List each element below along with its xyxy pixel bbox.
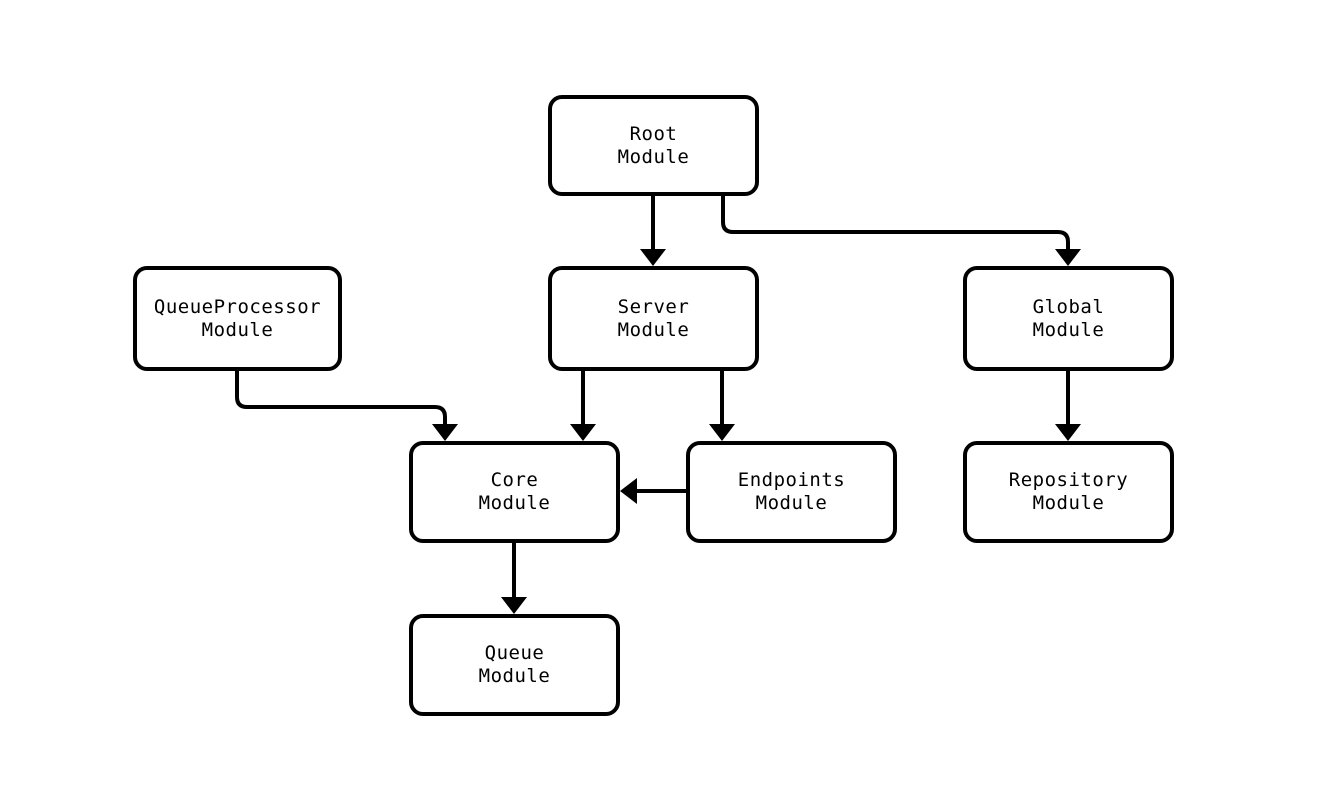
node-server-name: Server	[617, 295, 690, 318]
edge-global-to-repository	[1055, 371, 1081, 441]
node-global-type: Module	[1032, 318, 1105, 341]
node-repository-type: Module	[1032, 492, 1105, 514]
node-endpoints-name: Endpoints	[737, 469, 846, 491]
edge-server-to-endpoints	[709, 371, 735, 441]
arrowhead-server-to-core	[570, 424, 596, 441]
node-queue-name: Queue	[484, 642, 545, 664]
arrowhead-endpoints-to-core	[620, 478, 637, 504]
edge-server-to-core	[570, 371, 596, 441]
node-core-type: Module	[478, 492, 551, 514]
node-endpoints-type: Module	[755, 492, 828, 514]
node-core-name: Core	[490, 469, 539, 491]
edge-queueprocessor-to-core	[235, 371, 458, 441]
edge-root-to-server	[640, 196, 666, 266]
edge-root-to-global	[721, 196, 1081, 266]
node-server-type: Module	[617, 318, 690, 341]
node-root-name: Root	[629, 122, 678, 145]
arrowhead-core-to-queue	[501, 597, 527, 614]
arrowhead-server-to-endpoints	[709, 424, 735, 441]
arrowhead-queueprocessor-to-core	[432, 424, 458, 441]
node-repository-name: Repository	[1008, 469, 1129, 491]
node-queueprocessor-name: QueueProcessor	[153, 295, 322, 318]
node-root-type: Module	[617, 145, 690, 168]
node-global-name: Global	[1032, 295, 1105, 318]
edge-endpoints-to-core	[620, 478, 686, 504]
node-queue-type: Module	[478, 665, 551, 687]
arrowhead-global-to-repository	[1055, 424, 1081, 441]
arrowhead-root-to-global	[1055, 249, 1081, 266]
edge-core-to-queue	[501, 543, 527, 614]
arrowhead-root-to-server	[640, 249, 666, 266]
node-queueprocessor-type: Module	[201, 318, 274, 341]
